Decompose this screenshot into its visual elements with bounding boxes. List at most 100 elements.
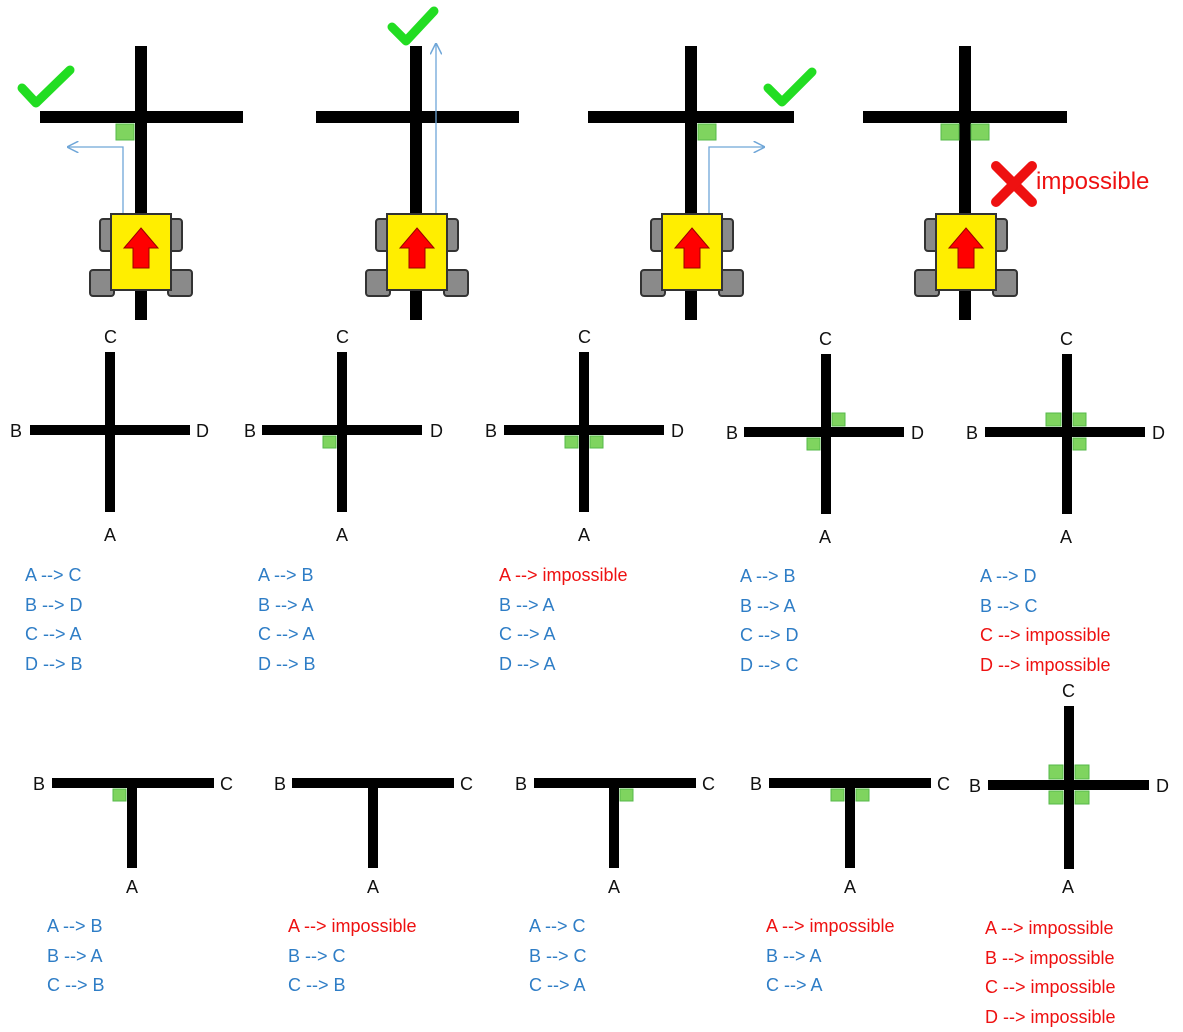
green-marker xyxy=(112,788,127,802)
label-a: A xyxy=(336,525,349,545)
rule-list: A --> impossible B --> impossible C --> … xyxy=(985,914,1116,1032)
label-b: B xyxy=(33,774,46,794)
label-b: B xyxy=(966,423,979,443)
green-marker xyxy=(806,437,821,451)
direction-arrow xyxy=(122,227,160,269)
rule-item: A --> C xyxy=(25,565,82,585)
green-marker xyxy=(697,123,717,141)
rule-item: C --> A xyxy=(529,975,586,996)
green-marker xyxy=(1048,790,1064,805)
intersection-2-3 xyxy=(504,352,664,512)
cross-icon xyxy=(991,161,1037,207)
check-icon xyxy=(387,6,439,46)
green-marker xyxy=(1048,764,1064,780)
green-marker xyxy=(970,123,990,141)
green-marker xyxy=(940,123,960,141)
rule-item: A --> impossible xyxy=(985,918,1114,938)
intersection-2-4 xyxy=(744,354,904,514)
green-marker xyxy=(855,788,870,802)
label-d: D xyxy=(196,421,209,441)
robot xyxy=(640,213,744,297)
check-icon xyxy=(17,65,75,108)
rule-item: D --> impossible xyxy=(980,654,1111,675)
green-marker xyxy=(831,412,846,427)
rule-item: C --> impossible xyxy=(980,625,1111,646)
impossible-label: impossible xyxy=(1036,168,1150,195)
rule-list: A --> B B --> A C --> D D --> C xyxy=(740,562,799,680)
intersection-2-5 xyxy=(985,354,1145,514)
rule-list: A --> C B --> D C --> A D --> B xyxy=(25,561,83,679)
direction-arrow xyxy=(398,227,436,269)
green-marker xyxy=(619,788,634,802)
rule-item: C --> A xyxy=(258,624,315,645)
label-c: C xyxy=(1060,329,1073,349)
rule-item: B --> A xyxy=(740,595,796,616)
label-b: B xyxy=(969,776,982,796)
intersection-2-2 xyxy=(262,352,422,512)
rule-list: A --> C B --> C C --> A xyxy=(529,912,587,1001)
label-a: A xyxy=(844,877,857,897)
green-marker xyxy=(589,435,604,449)
green-marker xyxy=(1074,790,1090,805)
rule-item: B --> D xyxy=(25,594,83,615)
rule-item: B --> A xyxy=(499,594,555,615)
green-marker xyxy=(1045,412,1062,427)
green-marker xyxy=(1074,764,1090,780)
rule-item: B --> A xyxy=(766,945,822,966)
rule-item: B --> C xyxy=(529,945,587,966)
label-a: A xyxy=(367,877,380,897)
direction-arrow xyxy=(947,227,985,269)
label-d: D xyxy=(430,421,443,441)
rule-list: A --> B B --> A C --> A D --> B xyxy=(258,561,316,679)
rule-item: D --> C xyxy=(740,654,799,675)
rule-item: B --> A xyxy=(258,594,314,615)
label-a: A xyxy=(608,877,621,897)
rule-item: B --> A xyxy=(47,945,103,966)
label-c: C xyxy=(937,774,950,794)
rule-item: B --> impossible xyxy=(985,947,1115,968)
rule-item: A --> B xyxy=(258,565,314,585)
label-c: C xyxy=(578,327,591,347)
label-b: B xyxy=(750,774,763,794)
scenario-1 xyxy=(17,46,243,320)
rule-item: D --> B xyxy=(258,653,316,674)
robot xyxy=(89,213,193,297)
label-b: B xyxy=(274,774,287,794)
scenario-2 xyxy=(316,6,519,320)
rule-item: C --> A xyxy=(25,624,82,645)
rule-item: D --> B xyxy=(25,653,83,674)
rule-item: A --> impossible xyxy=(288,916,417,936)
label-b: B xyxy=(485,421,498,441)
intersection-3-5 xyxy=(988,706,1149,869)
direction-arrow xyxy=(673,227,711,269)
rule-item: D --> A xyxy=(499,653,556,674)
intersection-3-4 xyxy=(769,778,931,868)
label-d: D xyxy=(911,423,924,443)
rule-list: A --> impossible B --> A C --> A xyxy=(766,912,895,1001)
rule-item: C --> A xyxy=(766,975,823,996)
scenario-4 xyxy=(863,46,1067,320)
rule-item: D --> impossible xyxy=(985,1006,1116,1027)
label-c: C xyxy=(104,327,117,347)
green-marker xyxy=(1072,437,1087,451)
rule-item: B --> C xyxy=(980,595,1038,616)
label-a: A xyxy=(819,527,832,547)
robot xyxy=(365,213,469,297)
rule-item: C --> D xyxy=(740,625,799,646)
rule-item: C --> B xyxy=(47,975,105,996)
label-b: B xyxy=(10,421,23,441)
label-c: C xyxy=(819,329,832,349)
intersection-3-3 xyxy=(534,778,696,868)
robot xyxy=(914,213,1018,297)
rule-item: B --> C xyxy=(288,945,346,966)
rule-item: A --> impossible xyxy=(499,565,628,585)
green-marker xyxy=(830,788,845,802)
label-b: B xyxy=(515,774,528,794)
green-marker xyxy=(322,435,337,449)
rule-list: A --> B B --> A C --> B xyxy=(47,912,105,1001)
rule-list: A --> impossible B --> C C --> B xyxy=(288,912,417,1001)
rule-item: A --> D xyxy=(980,566,1037,586)
label-a: A xyxy=(126,877,139,897)
path-arrow xyxy=(708,147,764,214)
label-a: A xyxy=(1060,527,1073,547)
